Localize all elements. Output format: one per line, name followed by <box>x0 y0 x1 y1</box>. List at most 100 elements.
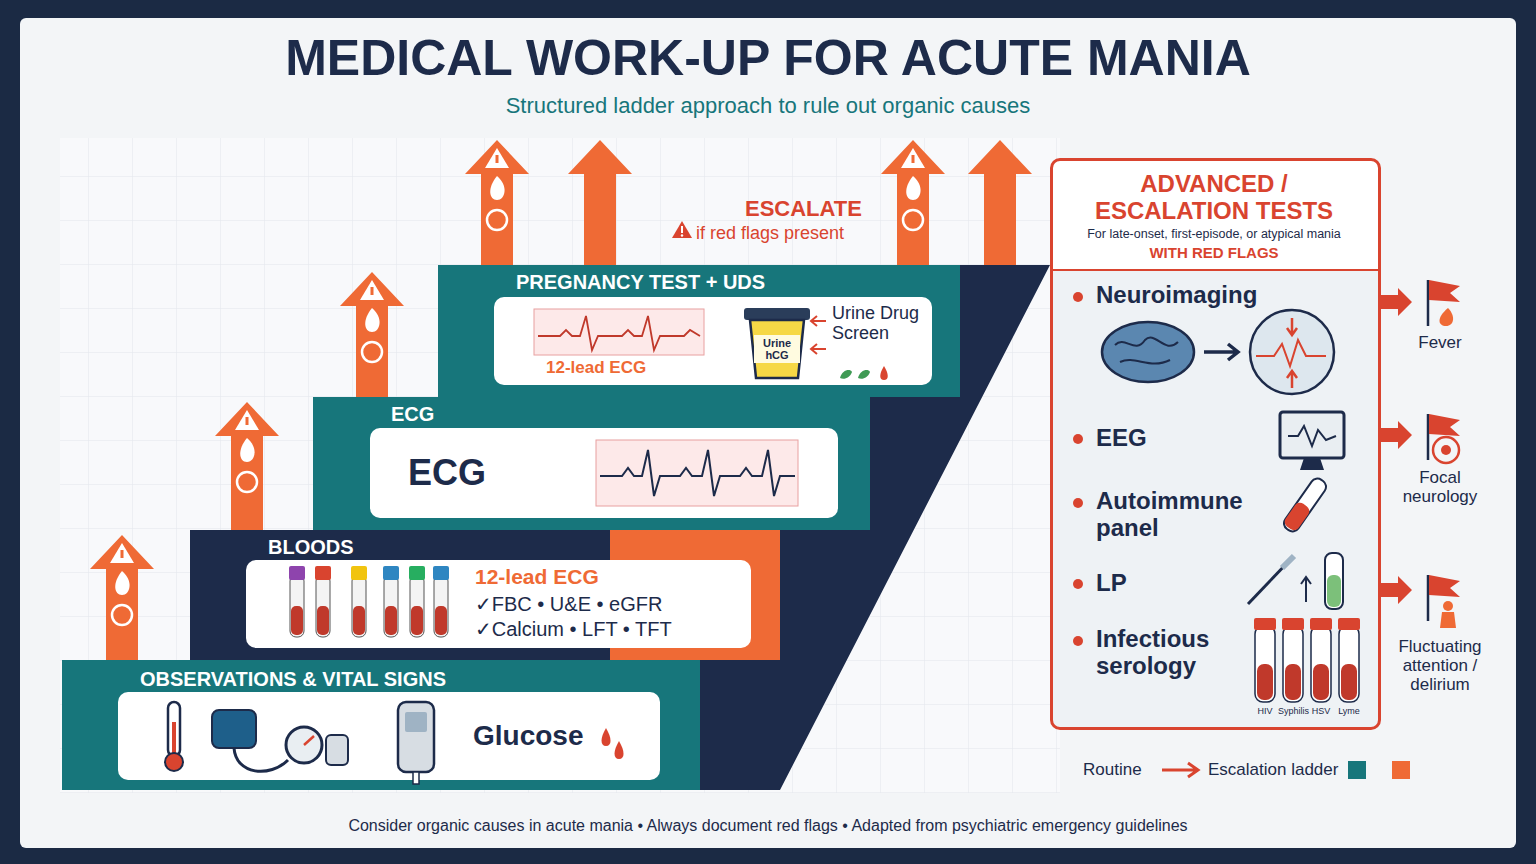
node-heading: Glucose <box>473 720 643 751</box>
blood-tubes <box>289 566 449 637</box>
grid-lines <box>60 138 1060 793</box>
text-slot: PREGNANCY TEST + UDS <box>516 271 936 293</box>
red-flag: Fever <box>1392 333 1488 352</box>
escalate-arrow <box>968 140 1032 265</box>
label-slot: Syphilis <box>1278 706 1308 716</box>
label-slot: Fever <box>1392 333 1488 352</box>
ecg-strip-small <box>534 309 704 355</box>
label-slot: if red flags present <box>696 223 874 243</box>
node-heading: OBSERVATIONS & VITAL SIGNS <box>140 668 660 690</box>
escalate-note: ESCALATE <box>745 197 885 222</box>
text-slot: ECG <box>391 403 691 425</box>
legend-text: Routine <box>1083 760 1142 779</box>
text-slot: ECG <box>408 453 558 493</box>
label-slot: Focal neurology <box>1385 468 1495 506</box>
blood-tube <box>433 566 449 637</box>
legend-item: Routine <box>1083 760 1142 779</box>
panel-icons <box>1073 292 1344 646</box>
blood-tube <box>383 566 399 637</box>
escalate-arrow <box>568 140 632 265</box>
node-heading: 12-lead ECG <box>546 358 696 377</box>
text-slot: Glucose <box>473 720 643 751</box>
blood-tube <box>315 566 331 637</box>
blood-tube <box>409 566 425 637</box>
stair-shadow <box>62 265 1050 790</box>
label-slot: Structured ladder approach to rule out o… <box>0 94 1536 119</box>
label-slot: Lyme <box>1334 706 1364 716</box>
caption: Consider organic causes in acute mania •… <box>0 817 1536 835</box>
red-flag <box>1380 280 1460 326</box>
text-slot: Urine Drug Screen <box>832 303 924 343</box>
node-text: Urine hCG <box>752 337 802 362</box>
escalate-arrow <box>215 402 279 530</box>
warning-icon <box>672 221 692 238</box>
tube-label: HIV <box>1250 706 1280 716</box>
legend-swatch-extra <box>1392 761 1410 779</box>
escalate-arrow <box>465 140 529 265</box>
escalate-arrows <box>90 140 1032 660</box>
vitals-icons <box>165 702 624 784</box>
node-text: ✓Calcium • LFT • TFT <box>475 618 743 640</box>
escalate-arrow <box>881 140 945 265</box>
test-name: EEG <box>1096 425 1216 452</box>
subtitle: Structured ladder approach to rule out o… <box>0 94 1536 119</box>
serology-tube <box>1282 618 1304 702</box>
legend-text: Escalation ladder <box>1208 760 1338 779</box>
label-slot: Neuroimaging <box>1096 282 1296 309</box>
blood-tube <box>289 566 305 637</box>
serology-tube <box>1310 618 1332 702</box>
tube-label: Syphilis <box>1278 706 1308 716</box>
urine-cup <box>744 308 888 380</box>
text-slot: ADVANCED / ESCALATION TESTS <box>1065 171 1363 225</box>
text-slot: 12-lead ECG <box>546 358 696 377</box>
step-band: Glucose OBSERVATIONS & VITAL SIGNS <box>62 660 700 790</box>
node-heading: 12-lead ECG <box>475 565 743 589</box>
node-heading: ECG <box>408 453 558 493</box>
label-slot: ESCALATE <box>745 197 885 222</box>
blood-tube <box>351 566 367 637</box>
node-heading: BLOODS <box>268 536 568 558</box>
serology-tubes <box>1254 618 1360 702</box>
text-slot: ✓FBC • U&E • eGFR <box>475 593 743 615</box>
title: MEDICAL WORK-UP FOR ACUTE MANIA <box>0 30 1536 86</box>
test-name: LP <box>1096 570 1196 597</box>
text-slot: BLOODS <box>268 536 568 558</box>
label-slot: Fluctuating attention / delirium <box>1378 637 1502 694</box>
node-heading: ECG <box>391 403 691 425</box>
tube-label: HSV <box>1306 706 1336 716</box>
node-heading: ADVANCED / ESCALATION TESTS <box>1065 171 1363 225</box>
red-flag: Fluctuating attention / delirium <box>1378 637 1502 694</box>
label-slot: Infectious serology <box>1096 626 1246 680</box>
text-slot: WITH RED FLAGS <box>1065 245 1363 262</box>
label-slot: EEG <box>1096 425 1216 452</box>
step-band: 12-lead ECG✓FBC • U&E • eGFR✓Calcium • L… <box>190 530 610 660</box>
label-slot: HSV <box>1306 706 1336 716</box>
escalate-note: if red flags present <box>696 223 874 243</box>
text-slot: ✓Calcium • LFT • TFT <box>475 618 743 640</box>
ecg-strip <box>596 440 798 506</box>
escalate-arrow <box>340 272 404 397</box>
legend-arrow <box>1162 763 1198 777</box>
grid-ground <box>60 138 1060 793</box>
page-ground <box>20 18 1516 848</box>
red-flag-icons <box>1380 280 1460 628</box>
node-text: Urine Drug Screen <box>832 303 924 343</box>
tube-label: Lyme <box>1334 706 1364 716</box>
label-slot: HIV <box>1250 706 1280 716</box>
node-text: For late-onset, first-episode, or atypic… <box>1055 227 1373 241</box>
node-heading: PREGNANCY TEST + UDS <box>516 271 936 293</box>
text-slot: For late-onset, first-episode, or atypic… <box>1055 227 1373 241</box>
label-slot: Autoimmune panel <box>1096 488 1266 542</box>
legend-item: Escalation ladder <box>1208 760 1366 779</box>
serology-tube <box>1338 618 1360 702</box>
node-text: ✓FBC • U&E • eGFR <box>475 593 743 615</box>
node-text: WITH RED FLAGS <box>1065 245 1363 262</box>
text-slot: OBSERVATIONS & VITAL SIGNS <box>140 668 660 690</box>
red-flag: Focal neurology <box>1385 468 1495 506</box>
text-slot: 12-lead ECG <box>475 565 743 589</box>
test-card: Glucose <box>118 692 660 780</box>
test-name: Autoimmune panel <box>1096 488 1266 542</box>
